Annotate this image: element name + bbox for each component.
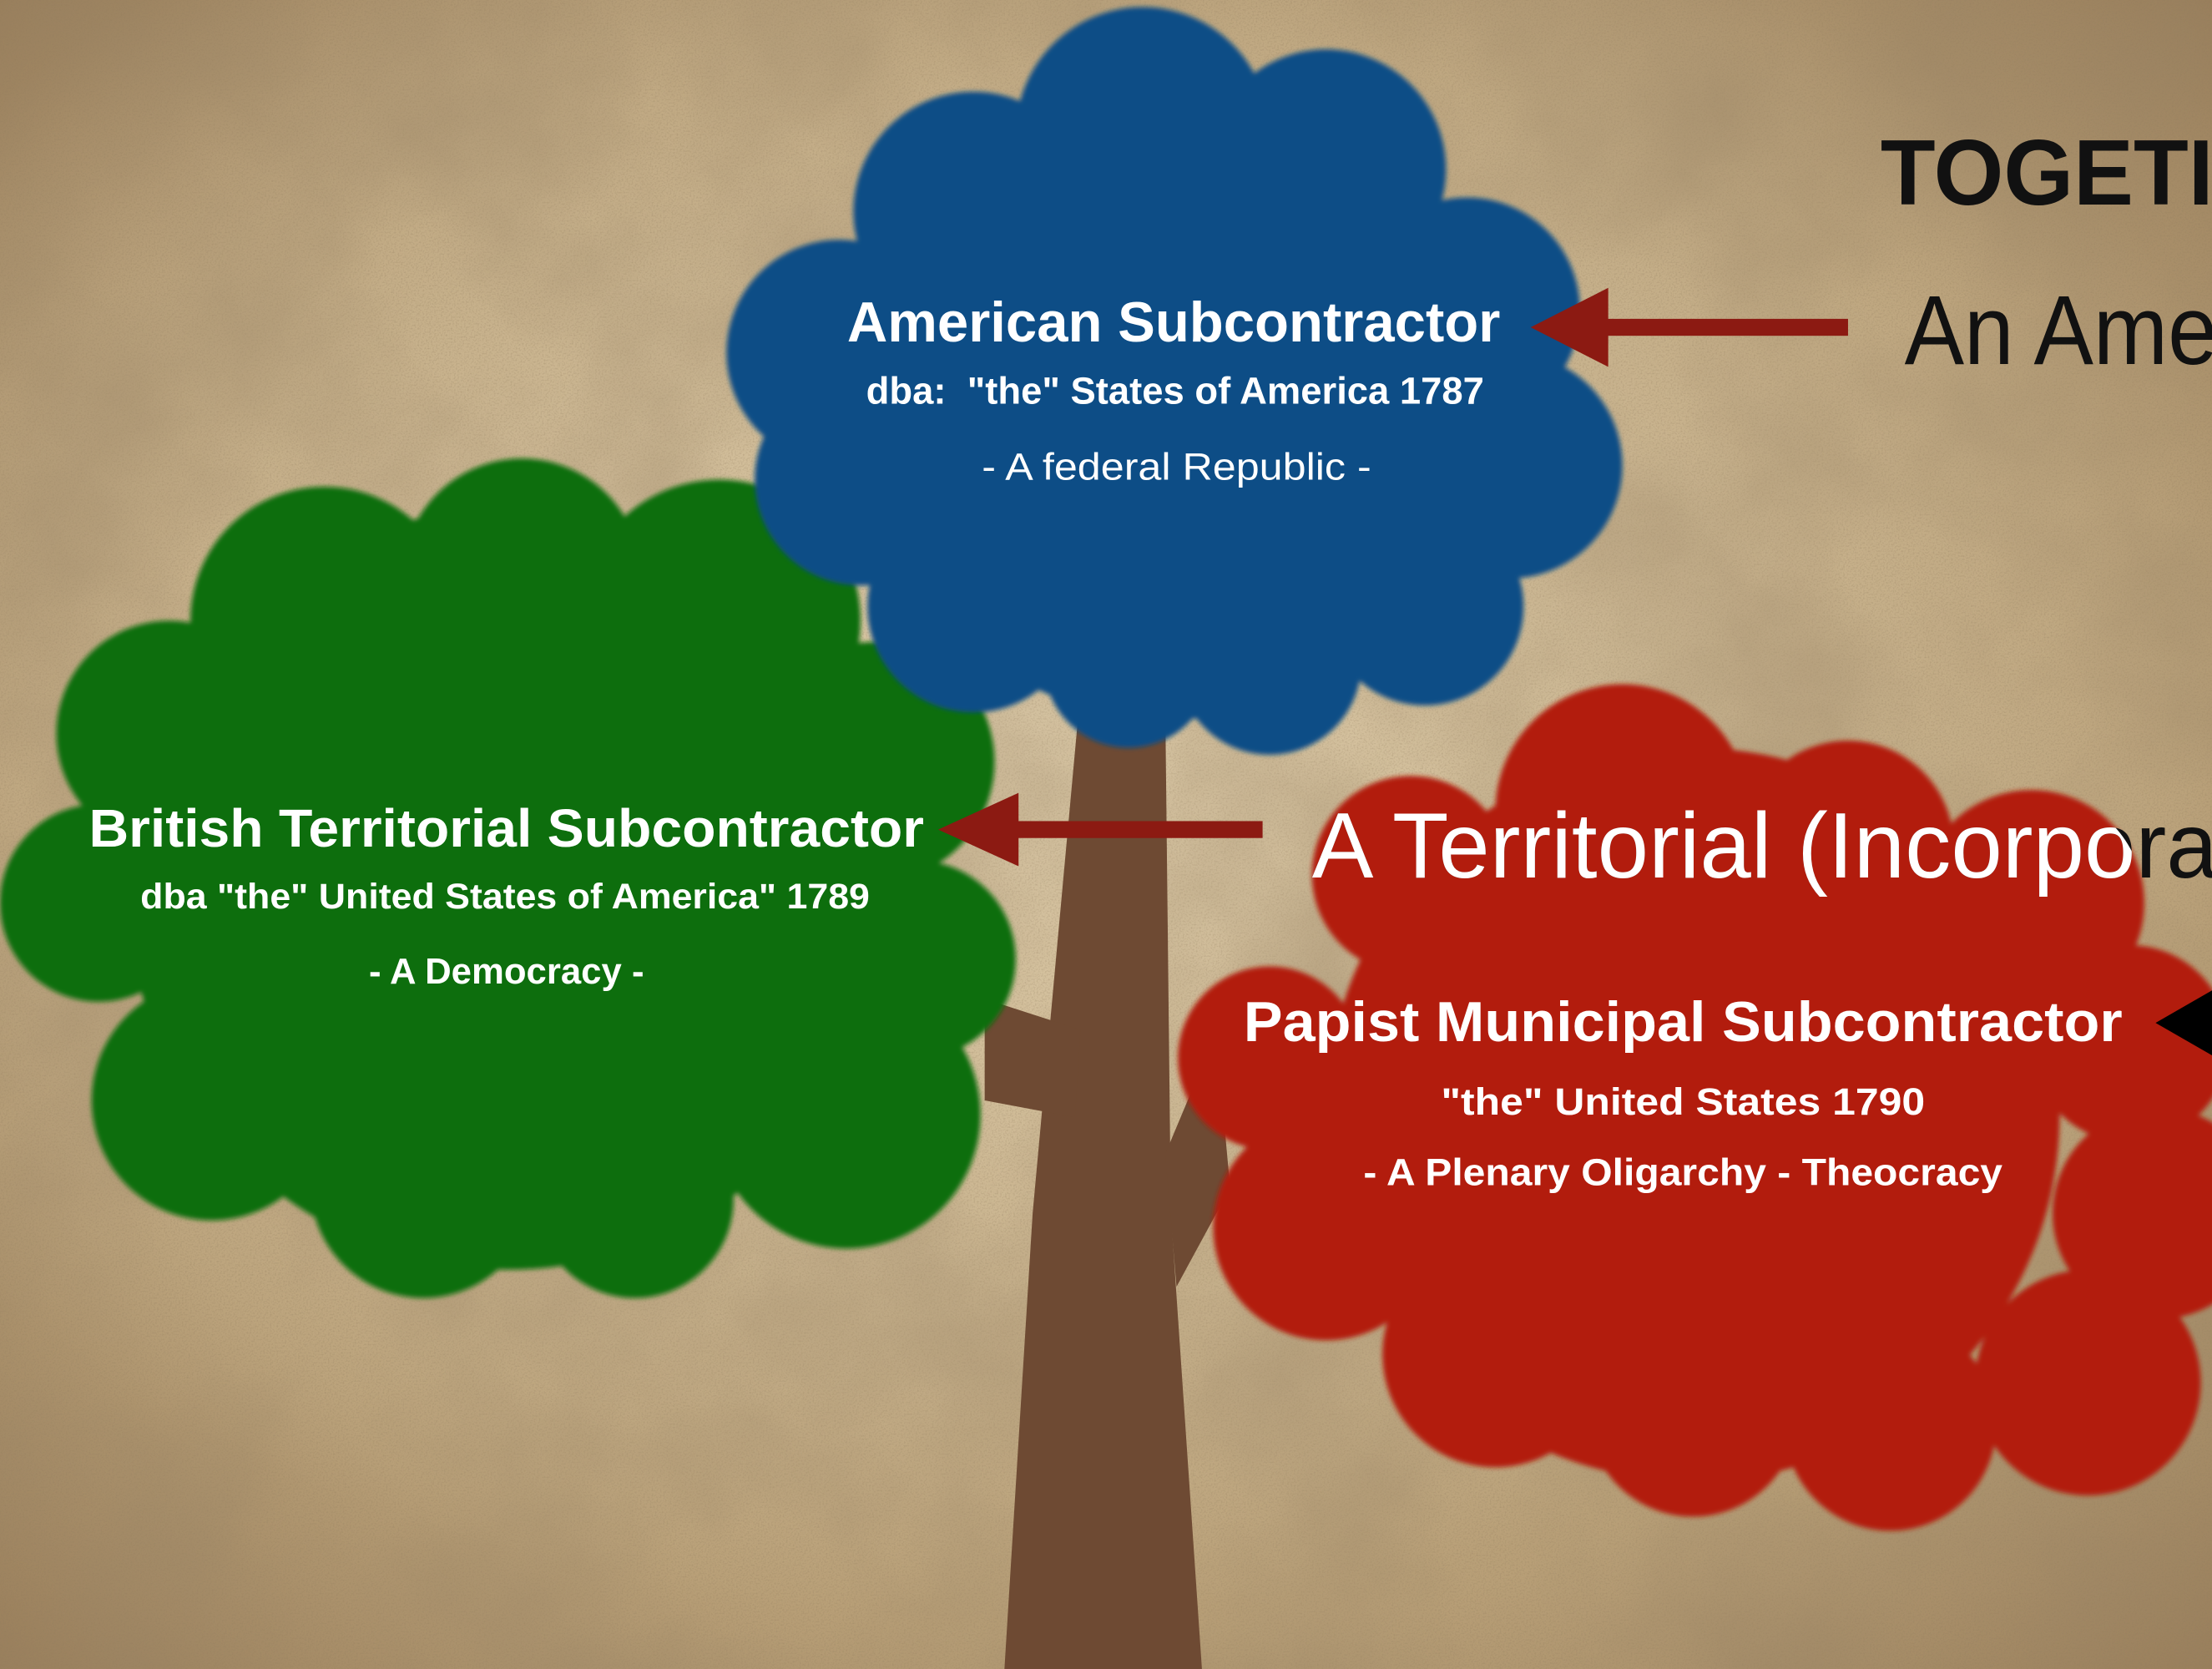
american-arrow-head [1530,287,1608,367]
together-heading: TOGETI [1881,120,2212,225]
cloud-lobe [1326,747,2060,1482]
american-arrow [1530,287,1848,367]
british-arrow [937,792,1263,867]
cloud-lobe [860,99,1482,720]
american-cloud [726,7,1623,756]
papist-cloud-title: Papist Municipal Subcontractor [1244,991,2123,1054]
british-cloud-description: - A Democracy - [369,951,644,992]
british-arrow-shaft [1008,821,1263,838]
british-cloud-subtitle: dba "the" United States of America" 1789 [140,877,870,916]
american-arrow-shaft [1593,318,1848,336]
papist-pointer-arrowhead [2155,990,2212,1055]
cloud-lobe [1975,1269,2201,1496]
papist-cloud-description: - A Plenary Oligarchy - Theocracy [1363,1151,2002,1193]
american-cloud-title: American Subcontractor [847,291,1500,354]
british-arrow-head [937,792,1019,867]
papist-cloud [1178,684,2212,1531]
cloud-lobe [127,508,889,1270]
american-cloud-description: - A federal Republic - [982,446,1371,488]
tree-trunk [1004,705,1202,1669]
cloud-lobe [2053,1107,2212,1319]
territorial-description-line: A Territorial (Incorpora [1312,793,2212,898]
british-cloud-title: British Territorial Subcontractor [88,798,924,858]
territorial-description-line-over-cloud: A Territorial (Incorpora [1312,793,2212,898]
left-branch [984,999,1081,1118]
cloud-lobe [2031,945,2212,1143]
american-cloud-subtitle: dba: "the" States of America 1787 [866,369,1484,412]
cloud-lobe [1178,966,1361,1151]
american-description-line: An Ame [1905,276,2212,386]
papist-cloud-subtitle: "the" United States 1790 [1441,1080,1925,1123]
